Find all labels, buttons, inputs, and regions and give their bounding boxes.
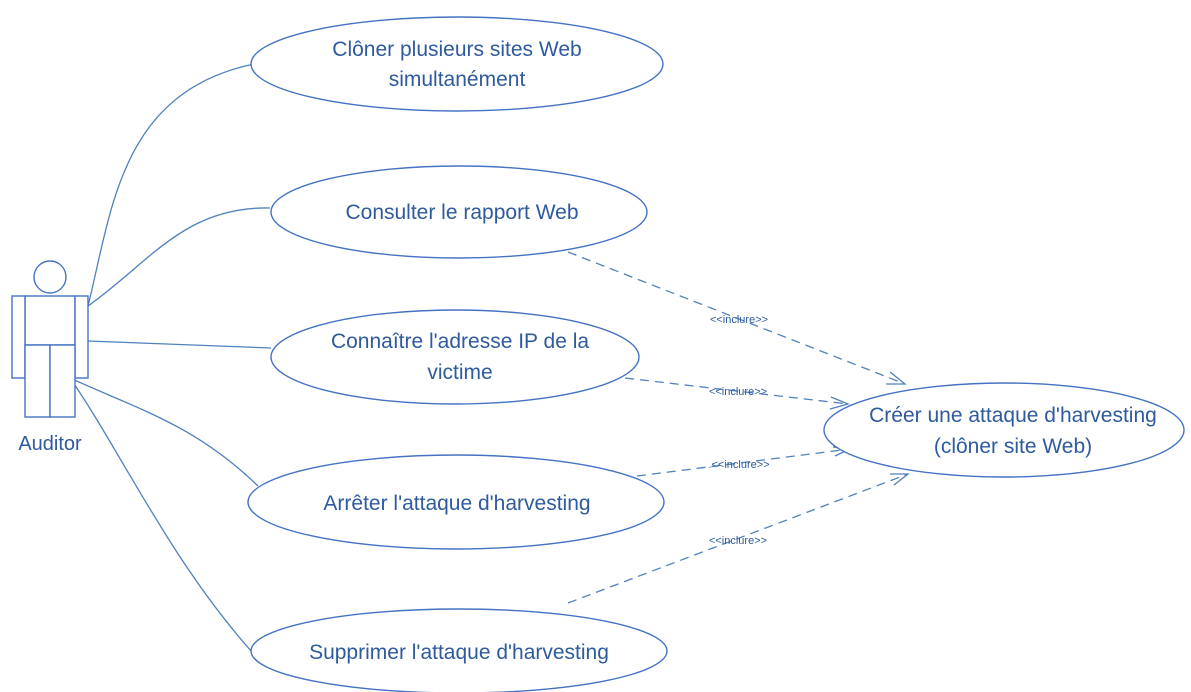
actor-auditor: Auditor — [11, 260, 89, 455]
actor-head — [33, 260, 67, 294]
association-line-uc4 — [69, 377, 259, 487]
include-label-uc3: <<inclure>> — [709, 386, 767, 398]
use-case-label-line: simultanément — [389, 68, 526, 91]
use-case-label-line: Consulter le rapport Web — [345, 201, 578, 224]
association-line-uc5 — [69, 377, 253, 653]
association-line-uc2 — [87, 207, 271, 307]
use-case-ellipse — [247, 454, 665, 550]
actor-right-leg — [49, 344, 76, 418]
include-line-uc3 — [624, 377, 849, 405]
use-case-create-attack: Créer une attaque d'harvesting (clôner s… — [823, 382, 1185, 478]
include-relations — [567, 251, 910, 604]
associations — [69, 63, 272, 653]
use-case-clone-multiple: Clôner plusieurs sites Web simultanément — [250, 16, 664, 112]
include-arrowhead-uc5 — [890, 473, 910, 486]
actor-right-arm — [74, 295, 89, 379]
include-line-uc5 — [567, 473, 909, 604]
use-case-label-line: victime — [427, 361, 492, 384]
include-line-uc2 — [567, 251, 906, 385]
actor-left-arm — [11, 295, 26, 379]
association-line-uc1 — [87, 63, 255, 307]
actor-label: Auditor — [18, 433, 82, 455]
actor-left-leg — [24, 344, 51, 418]
include-label-uc2: <<inclure>> — [710, 314, 768, 326]
actor-body — [24, 295, 76, 346]
use-case-victim-ip: Connaître l'adresse IP de la victime — [270, 309, 640, 405]
use-case-ellipse — [270, 165, 648, 259]
use-case-label-line: (clôner site Web) — [934, 435, 1092, 458]
use-case-ellipse — [823, 382, 1185, 478]
use-case-label-line: Arrêter l'attaque d'harvesting — [323, 492, 590, 515]
use-case-label-line: Clôner plusieurs sites Web — [332, 38, 581, 61]
use-case-delete-attack: Supprimer l'attaque d'harvesting — [250, 608, 668, 692]
use-case-ellipse — [250, 608, 668, 692]
association-line-uc3 — [87, 340, 272, 349]
use-case-stop-attack: Arrêter l'attaque d'harvesting — [247, 454, 665, 550]
use-case-ellipse — [250, 16, 664, 112]
include-arrowhead-uc2 — [886, 371, 907, 385]
use-case-ellipse — [270, 309, 640, 405]
include-labels: <<inclure>> <<inclure>> .<<inclure>> <<i… — [708, 314, 769, 547]
include-label-uc4: .<<inclure>> — [708, 459, 769, 471]
include-line-uc4 — [636, 448, 851, 477]
use-case-label-line: Connaître l'adresse IP de la — [331, 330, 589, 353]
include-arrowhead-uc3 — [829, 396, 850, 410]
use-case-label-line: Créer une attaque d'harvesting — [869, 404, 1157, 427]
use-case-consult-report: Consulter le rapport Web — [270, 165, 648, 259]
use-case-label-line: Supprimer l'attaque d'harvesting — [309, 641, 609, 664]
include-label-uc5: <<inclure>> — [709, 535, 767, 547]
